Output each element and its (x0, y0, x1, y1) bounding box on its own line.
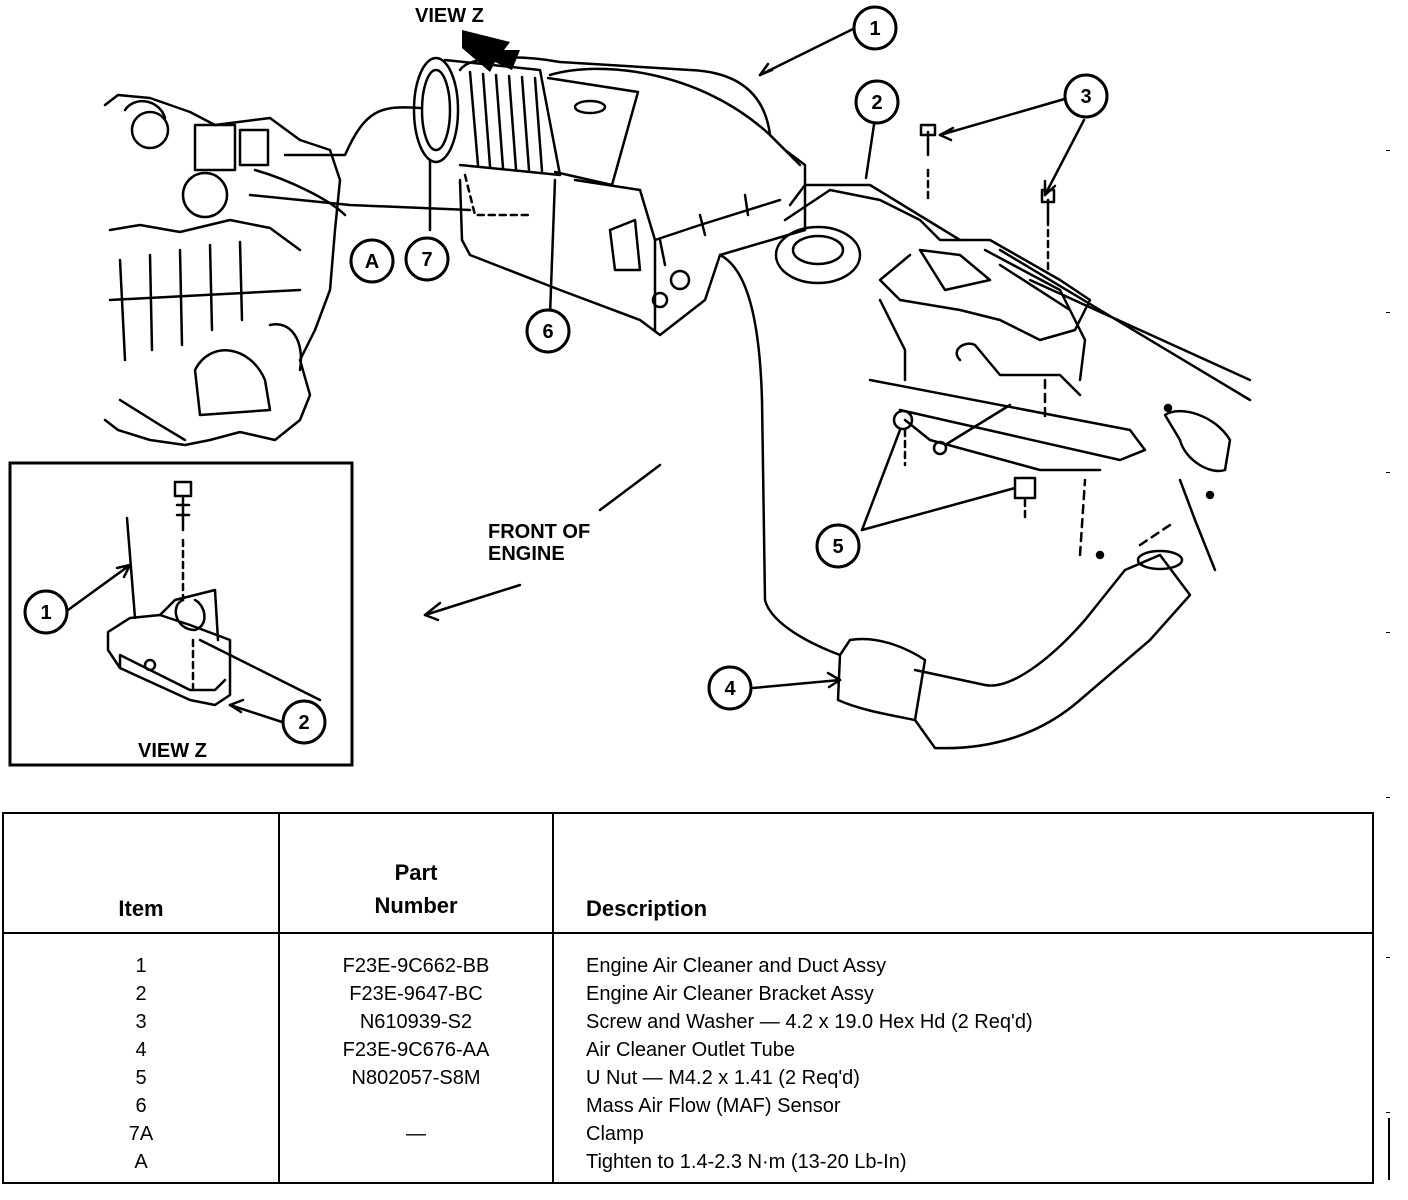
table-row-part: F23E-9C662-BB (342, 955, 490, 977)
description-column: Engine Air Cleaner and Duct Assy Engine … (553, 933, 1372, 1182)
table-row-item: 3 (135, 1011, 147, 1033)
table-row-item: 7A (128, 1123, 154, 1145)
part-number-column: F23E-9C662-BB F23E-9647-BC N610939-S2 F2… (279, 933, 554, 1182)
margin-tick (1386, 1112, 1390, 1113)
inlet-bellows (412, 56, 640, 187)
exploded-view-illustration: 1 2 3 A 7 6 5 4 VIEW Z FRONT OF ENGINE 1 (8, 5, 1252, 767)
callout-7: 7 (404, 236, 450, 282)
margin-tick (1386, 632, 1390, 633)
table-row-part: F23E-9647-BC (349, 983, 483, 1005)
table-row-item: A (134, 1151, 148, 1173)
svg-text:A: A (365, 251, 379, 273)
callout-inset-2: 2 (281, 699, 327, 745)
margin-tick (1386, 797, 1390, 798)
table-row-item: 5 (135, 1067, 147, 1089)
header-item: Item (4, 814, 280, 934)
table-row-part (281, 1148, 551, 1176)
svg-text:6: 6 (542, 321, 553, 343)
table-row-item: 4 (135, 1039, 147, 1061)
outlet-tube (718, 253, 1192, 750)
callout-1: 1 (852, 5, 898, 51)
table-row-part: — (406, 1123, 426, 1145)
svg-text:2: 2 (298, 712, 309, 734)
item-column: 1 2 3 4 5 6 7A A (4, 933, 280, 1182)
table-row-item: 6 (135, 1095, 147, 1117)
margin-tick (1386, 312, 1390, 313)
header-part-line2: Number (374, 893, 458, 918)
bracket-assembly (774, 183, 1252, 572)
table-row-description: Air Cleaner Outlet Tube (586, 1039, 795, 1061)
table-row-description: Clamp (586, 1123, 644, 1145)
svg-text:1: 1 (869, 18, 880, 40)
margin-tick (1386, 472, 1390, 473)
svg-text:7: 7 (421, 249, 432, 271)
view-z-inset: 1 2 VIEW Z (8, 461, 354, 767)
svg-text:4: 4 (724, 678, 736, 700)
parts-table-body: 1 2 3 4 5 6 7A A F23E-9C662-BB F23E-9647… (4, 933, 1372, 1182)
svg-text:5: 5 (832, 536, 843, 558)
table-row-part: N802057-S8M (351, 1067, 481, 1089)
header-part-line1: Part (394, 860, 438, 885)
margin-tick (1386, 957, 1390, 958)
table-row-item: 1 (135, 955, 147, 977)
table-row-description: Mass Air Flow (MAF) Sensor (586, 1095, 841, 1117)
table-row-part (281, 1092, 551, 1120)
margin-tick (1386, 150, 1390, 151)
parts-table: Item Part Number Description 1 2 3 4 5 6… (4, 814, 1372, 1182)
callout-inset-1: 1 (23, 589, 69, 635)
parts-table-header-row: Item Part Number Description (4, 814, 1372, 934)
parts-table-container: Item Part Number Description 1 2 3 4 5 6… (2, 812, 1374, 1184)
table-row-description: Engine Air Cleaner and Duct Assy (586, 955, 887, 977)
table-row-description: Engine Air Cleaner Bracket Assy (586, 983, 874, 1005)
header-description: Description (553, 814, 1372, 934)
front-of-engine-label-line1: FRONT OF (488, 521, 590, 543)
callout-2: 2 (854, 79, 900, 125)
screw-and-washer-parts (919, 123, 1056, 272)
table-row-item: 2 (135, 983, 147, 1005)
callout-6: 6 (525, 308, 571, 354)
svg-text:1: 1 (40, 602, 51, 624)
table-row-part: F23E-9C676-AA (342, 1039, 490, 1061)
margin-rule (1388, 1118, 1390, 1180)
engine-assembly (103, 93, 347, 447)
table-row-part: N610939-S2 (359, 1011, 473, 1033)
callout-5: 5 (815, 523, 861, 569)
svg-text:3: 3 (1080, 86, 1091, 108)
callout-4: 4 (707, 665, 753, 711)
header-part-number: Part Number (279, 814, 554, 934)
view-z-inset-label: VIEW Z (138, 740, 207, 762)
front-of-engine-label-line2: ENGINE (488, 543, 565, 565)
table-row-description: U Nut — M4.2 x 1.41 (2 Req'd) (586, 1067, 860, 1089)
svg-text:2: 2 (871, 92, 882, 114)
callout-3: 3 (1063, 73, 1109, 119)
table-row-description: Screw and Washer — 4.2 x 19.0 Hex Hd (2 … (586, 1011, 1033, 1033)
view-z-label: VIEW Z (415, 5, 484, 27)
table-row-description: Tighten to 1.4-2.3 N·m (13-20 Lb-In) (586, 1151, 907, 1173)
callout-a: A (349, 238, 395, 284)
